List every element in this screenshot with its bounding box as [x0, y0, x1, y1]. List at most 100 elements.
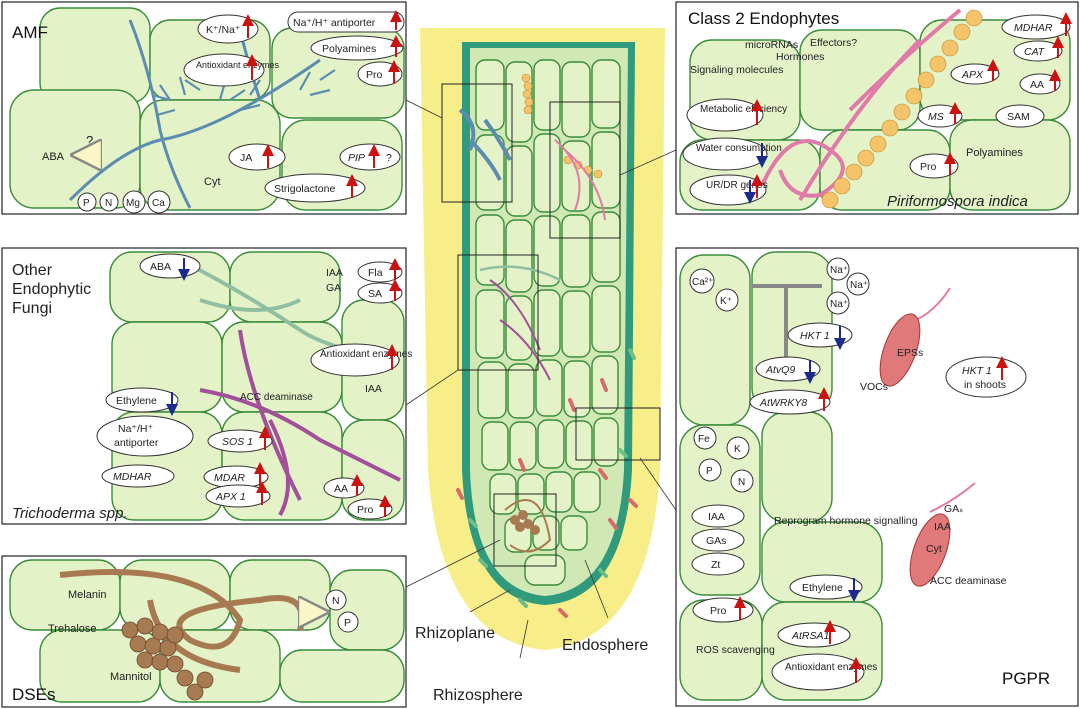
amf-nutrient-p: P	[83, 198, 90, 209]
other-sa: SA	[368, 288, 382, 300]
other-mdhar: MDHAR	[113, 471, 152, 483]
pgpr-gas: GAs	[706, 535, 726, 547]
amf-cyt: Cyt	[204, 176, 221, 188]
class2-aa: AA	[1030, 79, 1044, 91]
other-sos1: SOS 1	[222, 436, 253, 448]
panel-pgpr: Ca²⁺ K⁺ Na⁺ Na⁺ Na⁺ HKT 1 AtvQ9 AtWRKY8 …	[676, 248, 1078, 706]
pgpr-antiox: Antioxidant enzymes	[785, 662, 877, 673]
pgpr-iaa2: IAA	[934, 521, 951, 533]
pgpr-na-3: Na⁺	[830, 299, 848, 310]
amf-title: AMF	[12, 23, 48, 42]
dse-n: N	[332, 595, 340, 607]
pgpr-vocs: VOCs	[860, 381, 888, 393]
other-ethylene: Ethylene	[116, 395, 157, 407]
class2-species: Piriformospora indica	[887, 193, 1028, 210]
amf-nutrient-mg: Mg	[126, 198, 140, 209]
other-iaa: IAA	[326, 267, 343, 279]
pgpr-p: P	[706, 466, 713, 477]
other-title-3: Fungi	[12, 300, 52, 317]
pgpr-k: K	[734, 444, 741, 455]
pgpr-atwrky8: AtWRKY8	[759, 397, 807, 409]
class2-apx: APX	[961, 69, 984, 81]
other-nah-1: Na⁺/H⁺	[118, 423, 153, 435]
amf-aba: ABA	[42, 151, 65, 163]
class2-metabolic: Metabolic efficiency	[700, 104, 787, 115]
pgpr-ga-s: GAₛ	[944, 503, 963, 515]
other-aba: ABA	[150, 261, 171, 273]
class2-cat: CAT	[1024, 46, 1046, 58]
class2-effectors: Effectors?	[810, 37, 857, 49]
class2-water: Water consumption	[696, 143, 782, 154]
pgpr-hkt1: HKT 1	[800, 330, 830, 342]
other-iaa2: IAA	[365, 383, 382, 395]
pgpr-epss: EPSs	[897, 347, 923, 359]
pgpr-reprogram: Reprogram hormone signalling	[774, 515, 918, 527]
pgpr-na-2: Na⁺	[850, 280, 868, 291]
pgpr-title: PGPR	[1002, 669, 1050, 688]
other-fla: Fla	[368, 267, 383, 279]
pgpr-n: N	[738, 477, 745, 488]
other-title-1: Other	[12, 262, 53, 279]
pgpr-na-1: Na⁺	[830, 265, 848, 276]
amf-nutrient-n: N	[105, 198, 112, 209]
pgpr-iaa: IAA	[708, 511, 725, 523]
pgpr-pro: Pro	[710, 605, 727, 617]
other-species: Trichoderma spp.	[12, 505, 128, 522]
pgpr-acc: ACC deaminase	[930, 575, 1007, 587]
panel-class2: Class 2 Endophytes microRNAs Effectors? …	[676, 2, 1078, 214]
class2-title: Class 2 Endophytes	[688, 9, 839, 28]
rhizosphere-label: Rhizosphere	[433, 687, 523, 704]
class2-signaling: Signaling molecules	[690, 64, 783, 76]
amf-strigolactone: Strigolactone	[274, 183, 335, 195]
amf-polyamines: Polyamines	[322, 43, 376, 55]
class2-mdhar: MDHAR	[1014, 22, 1053, 34]
dse-p: P	[344, 617, 351, 629]
amf-ja: JA	[240, 152, 252, 164]
dse-title: DSEs	[12, 685, 55, 704]
pgpr-ethylene: Ethylene	[802, 582, 843, 594]
other-apx1: APX 1	[215, 491, 246, 503]
amf-pip-q: ?	[386, 152, 392, 164]
other-title-2: Endophytic	[12, 281, 91, 298]
pgpr-atvq9: AtvQ9	[765, 364, 795, 376]
amf-pro: Pro	[366, 69, 383, 81]
rhizoplane-label: Rhizoplane	[415, 625, 495, 642]
other-ga: GA	[326, 282, 341, 294]
pgpr-fe: Fe	[698, 434, 710, 445]
class2-hormones: Hormones	[776, 51, 824, 63]
other-mdar: MDAR	[214, 472, 245, 484]
class2-ms: MS	[928, 111, 944, 123]
amf-pip: PIP	[348, 152, 365, 164]
class2-sam: SAM	[1007, 111, 1030, 123]
amf-nah: Na⁺/H⁺ antiporter	[293, 17, 376, 29]
dse-melanin: Melanin	[68, 589, 107, 601]
amf-question: ?	[86, 133, 93, 148]
class2-micrornas: microRNAs	[745, 39, 798, 51]
other-aa: AA	[334, 483, 348, 495]
panel-other: Other Endophytic Fungi ABA IAA GA Fla SA…	[2, 248, 412, 524]
dse-trehalose: Trehalose	[48, 623, 97, 635]
pgpr-ros: ROS scavenging	[696, 644, 775, 656]
dse-mannitol: Mannitol	[110, 671, 152, 683]
pgpr-cyt: Cyt	[926, 543, 942, 555]
other-antiox: Antioxidant enzymes	[320, 349, 412, 360]
class2-urdr: UR/DR genes	[706, 180, 768, 191]
amf-nutrient-ca: Ca	[152, 198, 165, 209]
root-illustration	[400, 28, 676, 658]
pgpr-zt: Zt	[711, 559, 720, 571]
pgpr-k-ion: K⁺	[720, 296, 732, 307]
panel-amf: AMF K⁺/Na⁺ Na⁺/H⁺ antiporter Polyamines …	[2, 2, 406, 214]
amf-antiox: Antioxidant enzymes	[196, 60, 280, 70]
panel-dse: Melanin Trehalose Mannitol N P DSEs	[2, 556, 406, 707]
other-acc: ACC deaminase	[240, 392, 313, 403]
amf-k-na: K⁺/Na⁺	[206, 24, 241, 36]
class2-pro: Pro	[920, 161, 937, 173]
class2-polyamines: Polyamines	[966, 147, 1023, 159]
pgpr-hkt1-shoots-2: in shoots	[964, 379, 1006, 391]
other-pro: Pro	[357, 504, 374, 516]
other-nah-2: antiporter	[114, 437, 159, 449]
pgpr-hkt1-shoots-1: HKT 1	[962, 365, 992, 377]
pgpr-ca: Ca²⁺	[692, 277, 713, 288]
endosphere-label: Endosphere	[562, 637, 648, 654]
